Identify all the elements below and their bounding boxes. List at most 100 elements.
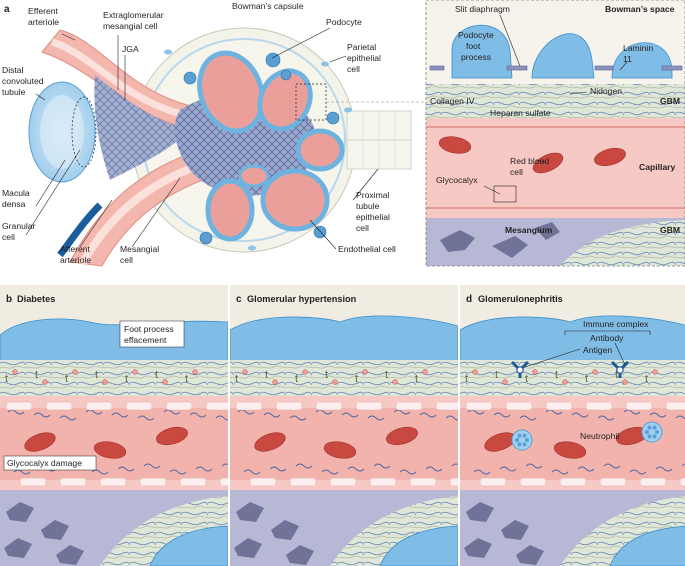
slit-diaphragms [429,65,683,71]
panel-b-gbm [0,360,228,396]
immune-complex-label: Immune complex [583,319,649,329]
nidogen-label: Nidogen [590,86,622,96]
mesangial-cells-inset [440,222,560,258]
panel-b-letter: b [6,294,12,305]
mesangial-cell [466,502,494,522]
gbm-bottom-label: GBM [660,225,680,235]
svg-text:t: t [5,373,8,385]
afferent-arteriole [57,149,209,267]
mesangial-cell [286,545,314,565]
foot-effacement-callout [119,320,185,348]
panel-a: a [0,0,428,267]
red-blood-cell [24,432,56,452]
capillary-loops [197,50,345,242]
neutrophil-icon [511,429,533,451]
gbm-upper [426,84,685,118]
jga-region [94,75,190,180]
proximal-tubule [346,110,412,170]
panel-b-podocyte-layer [0,318,228,363]
svg-text:t: t [325,369,328,381]
jga-label: JGA [122,44,139,54]
svg-text:t: t [385,369,388,381]
podocyte-label: Podocyte [326,17,362,27]
panel-d-leaders [524,342,626,368]
red-blood-cell [553,441,587,459]
svg-text:t: t [295,373,298,385]
inset-leaders [483,14,628,195]
svg-text:t: t [525,373,528,385]
svg-text:t: t [95,369,98,381]
svg-text:t: t [265,369,268,381]
svg-text:t: t [355,373,358,385]
parietal-cells [164,49,352,251]
neutrophil-label: Neutrophil [580,431,619,441]
svg-text:t: t [495,369,498,381]
collagen-label: Collagen IV [430,96,475,106]
svg-text:t: t [35,369,38,381]
slit-diaphragm-label: Slit diaphragm [455,4,510,14]
mesangium-label: Mesangium [505,225,553,235]
panel-c-podocyte-layer [230,315,458,363]
bowmans-capsule-label: Bowman’s capsule [232,1,304,11]
svg-text:t: t [585,373,588,385]
antibody-label: Antibody [590,333,624,343]
red-blood-cell [386,426,418,446]
immune-bracket [564,330,651,335]
bowmans-space-label: Bowman’s space [605,4,675,14]
panel-d-title: Glomerulonephritis [478,294,563,304]
gbm-top-label: GBM [660,96,680,106]
panel-d-letter: d [466,294,472,305]
podocyte-bodies [183,52,340,245]
svg-text:t: t [185,373,188,385]
mesangial-cell [271,520,299,540]
gbm-lower [560,220,685,266]
red-blood-cell [156,426,188,446]
glycocalyx-damage-callout [3,455,97,471]
panel-c-title: Glomerular hypertension [247,294,357,304]
panel-c-letter: c [236,294,242,305]
svg-text:t: t [555,369,558,381]
panel-d-podocyte-layer [460,315,685,363]
svg-text:t: t [65,373,68,385]
heparan-label: Heparan sulfate [490,108,551,118]
neutrophil-icon [641,421,663,443]
svg-text:t: t [615,369,618,381]
svg-text:t: t [645,373,648,385]
distal-tubule [28,81,97,183]
antigen-label: Antigen [583,345,612,355]
svg-text:t: t [155,369,158,381]
red-blood-cell [93,441,127,459]
panel-a-leaders [25,27,379,250]
mesangial-cell [501,520,529,540]
glycocalyx-label: Glycocalyx [436,175,478,185]
glycocalyx-damage-text: Glycocalyx damage [7,458,82,468]
antigen-icon [516,366,524,374]
svg-text:t: t [415,373,418,385]
mesangial-cell [56,545,84,565]
mesangial-cell [516,545,544,565]
red-blood-cells-inset [438,136,626,174]
svg-text:t: t [125,373,128,385]
mesangial-cell [41,520,69,540]
antigen-icon [616,366,624,374]
svg-text:t: t [235,373,238,385]
